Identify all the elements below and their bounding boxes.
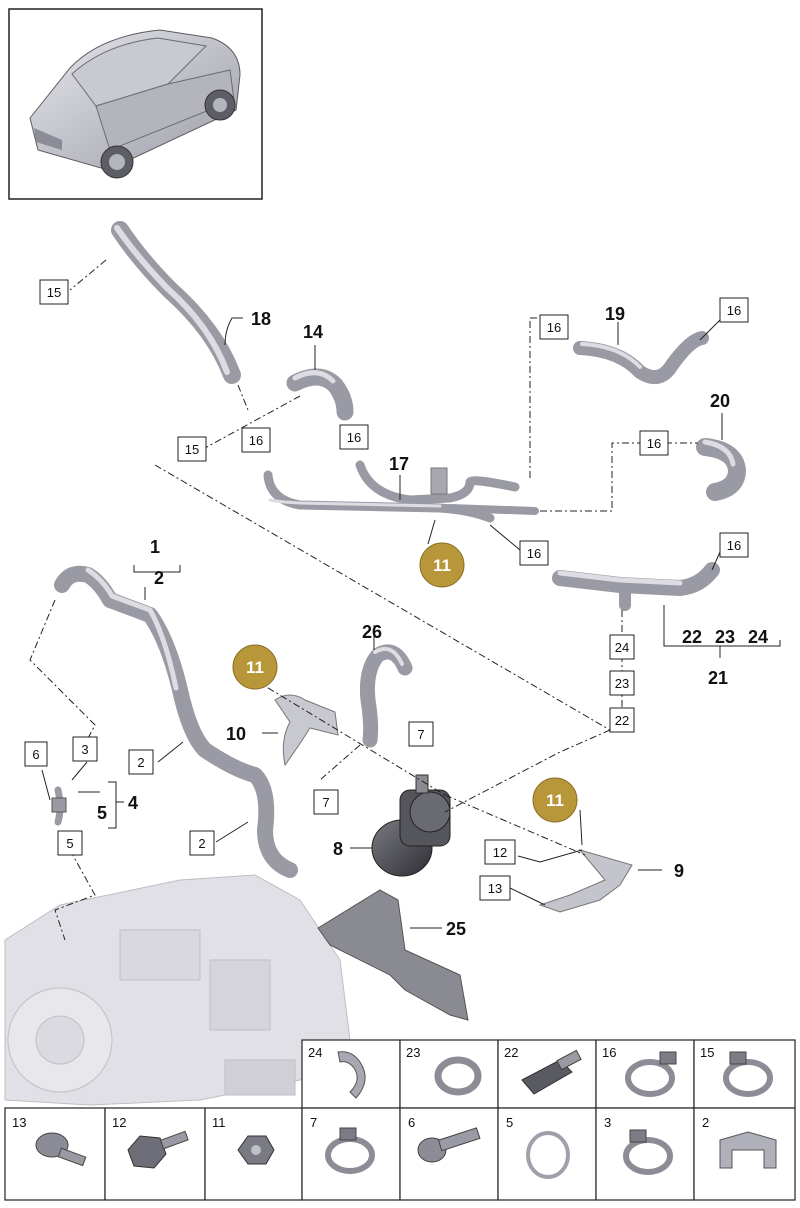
pipe-assembly-17 bbox=[263, 460, 539, 523]
box-6: 6 bbox=[32, 747, 39, 762]
transmission-housing bbox=[4, 874, 351, 1106]
box-7-a: 7 bbox=[417, 727, 424, 742]
legend-row-1: 24 23 22 16 15 bbox=[301, 1039, 796, 1109]
hose-clamp-icon bbox=[723, 1051, 773, 1097]
hose-20 bbox=[696, 438, 746, 501]
gold-marker-c bbox=[532, 777, 578, 823]
legend-label-7: 7 bbox=[310, 1115, 317, 1130]
o-ring-icon bbox=[526, 1131, 570, 1179]
sensor-parts-3-6 bbox=[51, 786, 67, 826]
hose-assembly-21 bbox=[552, 562, 720, 611]
callout-1: 1 bbox=[150, 537, 160, 557]
legend-label-22: 22 bbox=[504, 1045, 518, 1060]
box-16-d: 16 bbox=[727, 303, 741, 318]
box-16-f: 16 bbox=[527, 546, 541, 561]
legend-label-2: 2 bbox=[702, 1115, 709, 1130]
seal-ring-icon bbox=[434, 1056, 482, 1096]
box-16-c: 16 bbox=[547, 320, 561, 335]
svg-text:11: 11 bbox=[246, 658, 264, 677]
hose-14 bbox=[286, 368, 354, 421]
box-16-b: 16 bbox=[347, 430, 361, 445]
box-13: 13 bbox=[488, 881, 502, 896]
gold-marker-a bbox=[419, 542, 465, 588]
legend-label-3: 3 bbox=[604, 1115, 611, 1130]
legend-label-24: 24 bbox=[308, 1045, 322, 1060]
legend-label-12: 12 bbox=[112, 1115, 126, 1130]
box-23: 23 bbox=[615, 676, 629, 691]
callout-4: 4 bbox=[128, 793, 138, 813]
bolt-icon bbox=[417, 1127, 481, 1163]
legend-label-5: 5 bbox=[506, 1115, 513, 1130]
legend-label-13: 13 bbox=[12, 1115, 26, 1130]
legend-row-2: 13 12 11 7 6 5 3 bbox=[4, 1107, 796, 1201]
hose-clamp-icon bbox=[325, 1127, 375, 1174]
hose-clamp-icon bbox=[623, 1129, 673, 1175]
callout-5: 5 bbox=[97, 803, 107, 823]
gold-marker-b bbox=[232, 644, 278, 690]
box-24: 24 bbox=[615, 640, 629, 655]
boxed-callouts: 15 15 16 16 16 16 16 16 16 24 23 22 7 7 … bbox=[24, 279, 749, 901]
callout-14: 14 bbox=[303, 322, 323, 342]
legend-label-16: 16 bbox=[602, 1045, 616, 1060]
callout-19: 19 bbox=[605, 304, 625, 324]
box-3: 3 bbox=[81, 742, 88, 757]
callout-21: 21 bbox=[708, 668, 728, 688]
legend-label-23: 23 bbox=[406, 1045, 420, 1060]
callout-18: 18 bbox=[251, 309, 271, 329]
nut-icon bbox=[237, 1135, 275, 1165]
box-15-b: 15 bbox=[185, 442, 199, 457]
callout-8: 8 bbox=[333, 839, 343, 859]
box-2-b: 2 bbox=[198, 836, 205, 851]
callout-17: 17 bbox=[389, 454, 409, 474]
bracket-9 bbox=[538, 849, 633, 913]
hex-bolt-icon bbox=[127, 1130, 189, 1169]
vehicle-thumbnail bbox=[8, 8, 263, 200]
temperature-sensor-icon bbox=[521, 1049, 582, 1095]
callout-23: 23 bbox=[715, 627, 735, 647]
hose-1-2 bbox=[54, 565, 298, 878]
box-7-b: 7 bbox=[322, 795, 329, 810]
connection-lines bbox=[29, 259, 698, 941]
hose-26 bbox=[360, 644, 413, 748]
hose-clamp-icon bbox=[625, 1051, 677, 1097]
hose-18 bbox=[111, 221, 241, 384]
legend-label-11: 11 bbox=[212, 1115, 226, 1130]
box-15-a: 15 bbox=[47, 285, 61, 300]
bracket-clip-icon bbox=[719, 1131, 777, 1169]
box-16-a: 16 bbox=[249, 433, 263, 448]
clip-icon bbox=[337, 1051, 366, 1099]
coolant-pump-8 bbox=[371, 774, 451, 877]
box-5: 5 bbox=[66, 836, 73, 851]
callout-2: 2 bbox=[154, 568, 164, 588]
hose-19 bbox=[573, 331, 709, 385]
callout-numbers: 18 14 17 19 20 1 2 22 23 24 21 26 10 4 5… bbox=[97, 304, 768, 939]
legend-label-6: 6 bbox=[408, 1115, 415, 1130]
gold-markers: 11 11 11 bbox=[232, 542, 578, 823]
heat-shield-25 bbox=[317, 889, 469, 1021]
box-22: 22 bbox=[615, 713, 629, 728]
bracket-10 bbox=[274, 694, 339, 767]
callout-25: 25 bbox=[446, 919, 466, 939]
box-12: 12 bbox=[493, 845, 507, 860]
callout-9: 9 bbox=[674, 861, 684, 881]
callout-26: 26 bbox=[362, 622, 382, 642]
box-16-g: 16 bbox=[727, 538, 741, 553]
callout-24: 24 bbox=[748, 627, 768, 647]
legend-label-15: 15 bbox=[700, 1045, 714, 1060]
leader-lines bbox=[41, 317, 781, 929]
svg-text:11: 11 bbox=[546, 791, 564, 810]
flange-bolt-icon bbox=[35, 1132, 87, 1167]
box-16-e: 16 bbox=[647, 436, 661, 451]
callout-22: 22 bbox=[682, 627, 702, 647]
box-2-a: 2 bbox=[137, 755, 144, 770]
callout-10: 10 bbox=[226, 724, 246, 744]
callout-20: 20 bbox=[710, 391, 730, 411]
svg-text:11: 11 bbox=[433, 556, 451, 575]
